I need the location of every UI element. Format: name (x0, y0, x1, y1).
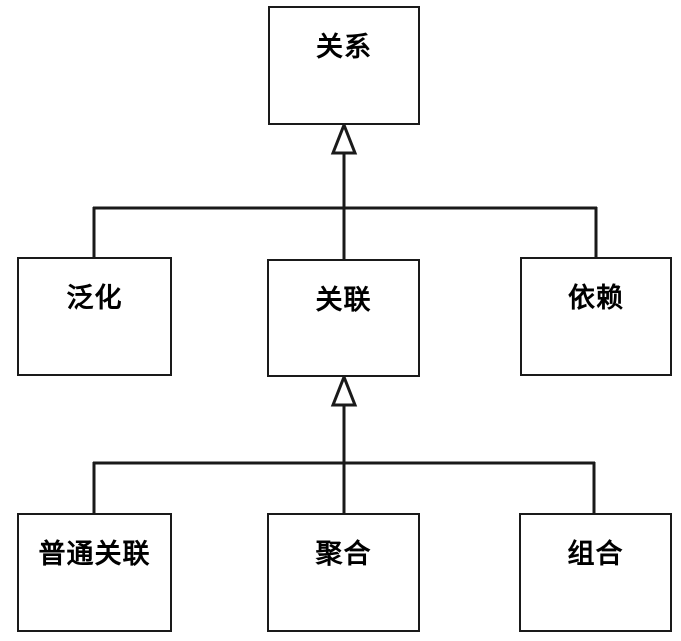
uml-node-composition[interactable]: 组合 (519, 513, 672, 632)
uml-node-label-composition: 组合 (567, 539, 624, 570)
uml-node-label-plain-association: 普通关联 (38, 539, 151, 570)
uml-node-label-association: 关联 (315, 285, 372, 316)
uml-node-generalization[interactable]: 泛化 (17, 257, 172, 376)
hollow-triangle-arrowhead-icon-lower (330, 372, 358, 407)
hollow-triangle-arrowhead-icon-upper (330, 120, 358, 155)
uml-node-aggregation[interactable]: 聚合 (267, 513, 420, 632)
generalization-group-lower (92, 372, 596, 514)
uml-node-dependency[interactable]: 依赖 (520, 257, 672, 376)
uml-node-label-dependency: 依赖 (568, 283, 624, 314)
uml-node-label-generalization: 泛化 (66, 283, 123, 314)
uml-node-association[interactable]: 关联 (267, 259, 420, 377)
uml-node-relationship[interactable]: 关系 (268, 6, 420, 125)
generalization-group-upper (92, 120, 598, 260)
uml-node-plain-association[interactable]: 普通关联 (17, 513, 172, 632)
uml-node-label-aggregation: 聚合 (315, 539, 372, 570)
uml-node-label-relationship: 关系 (316, 32, 372, 63)
